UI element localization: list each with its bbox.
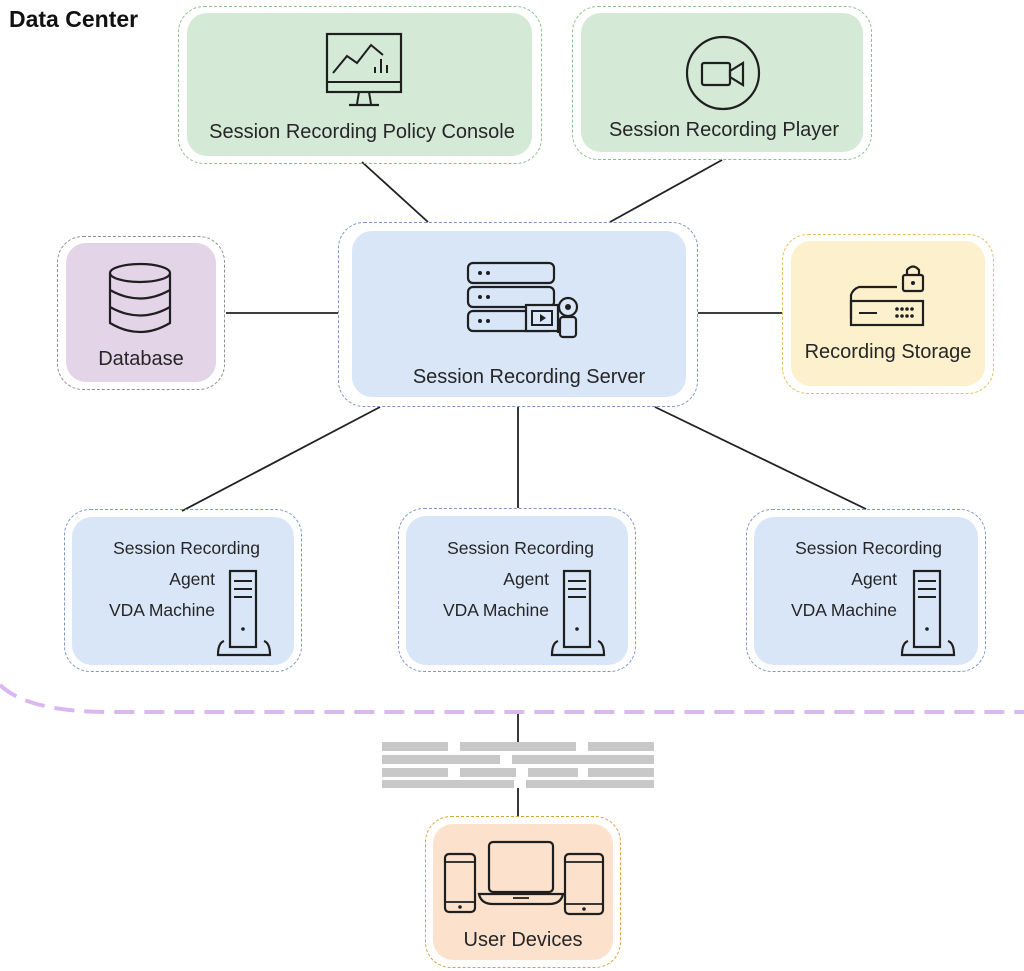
monitor-chart-icon <box>325 32 403 107</box>
server-camera-icon <box>466 261 579 339</box>
server-node[interactable]: Session Recording Server <box>338 222 698 407</box>
database-label: Database <box>98 348 184 370</box>
tower-computer-icon <box>900 569 956 657</box>
vda-2-line-1: Session Recording <box>447 538 594 558</box>
data-center-boundary <box>0 683 1024 714</box>
policy-console-node[interactable]: Session Recording Policy Console <box>178 6 542 164</box>
policy-console-label: Session Recording Policy Console <box>209 121 515 143</box>
vda-machine-1[interactable]: Session Recording Agent VDA Machine <box>64 509 302 672</box>
data-center-title: Data Center <box>9 6 139 32</box>
storage-label: Recording Storage <box>804 341 972 363</box>
connector-player-server <box>609 159 723 223</box>
database-icon <box>108 262 172 333</box>
vda-3-line-1: Session Recording <box>795 538 942 558</box>
connector-server-vda-right <box>654 406 867 510</box>
user-devices-icon <box>443 840 605 916</box>
firewall-icon <box>382 742 654 788</box>
vda-3-line-3: VDA Machine <box>790 600 897 620</box>
tower-computer-icon <box>550 569 606 657</box>
vda-2-line-3: VDA Machine <box>442 600 549 620</box>
video-camera-icon <box>685 35 761 111</box>
server-label: Session Recording Server <box>412 366 646 388</box>
vda-machine-3[interactable]: Session Recording Agent VDA Machine <box>746 509 986 672</box>
vda-1-line-1: Session Recording <box>113 538 260 558</box>
vda-1-line-3: VDA Machine <box>108 600 215 620</box>
connector-server-vda-left <box>181 406 381 512</box>
vda-3-line-2: Agent <box>851 569 897 589</box>
storage-node[interactable]: Recording Storage <box>782 234 994 394</box>
player-label: Session Recording Player <box>608 119 840 141</box>
vda-1-line-2: Agent <box>169 569 215 589</box>
tower-computer-icon <box>216 569 272 657</box>
vda-machine-2[interactable]: Session Recording Agent VDA Machine <box>398 508 636 672</box>
user-devices-label: User Devices <box>463 929 583 951</box>
connector-console-server <box>361 161 429 223</box>
player-node[interactable]: Session Recording Player <box>572 6 872 160</box>
database-node[interactable]: Database <box>57 236 225 390</box>
user-devices-node[interactable]: User Devices <box>425 816 621 968</box>
storage-lock-icon <box>849 265 925 327</box>
vda-2-line-2: Agent <box>503 569 549 589</box>
